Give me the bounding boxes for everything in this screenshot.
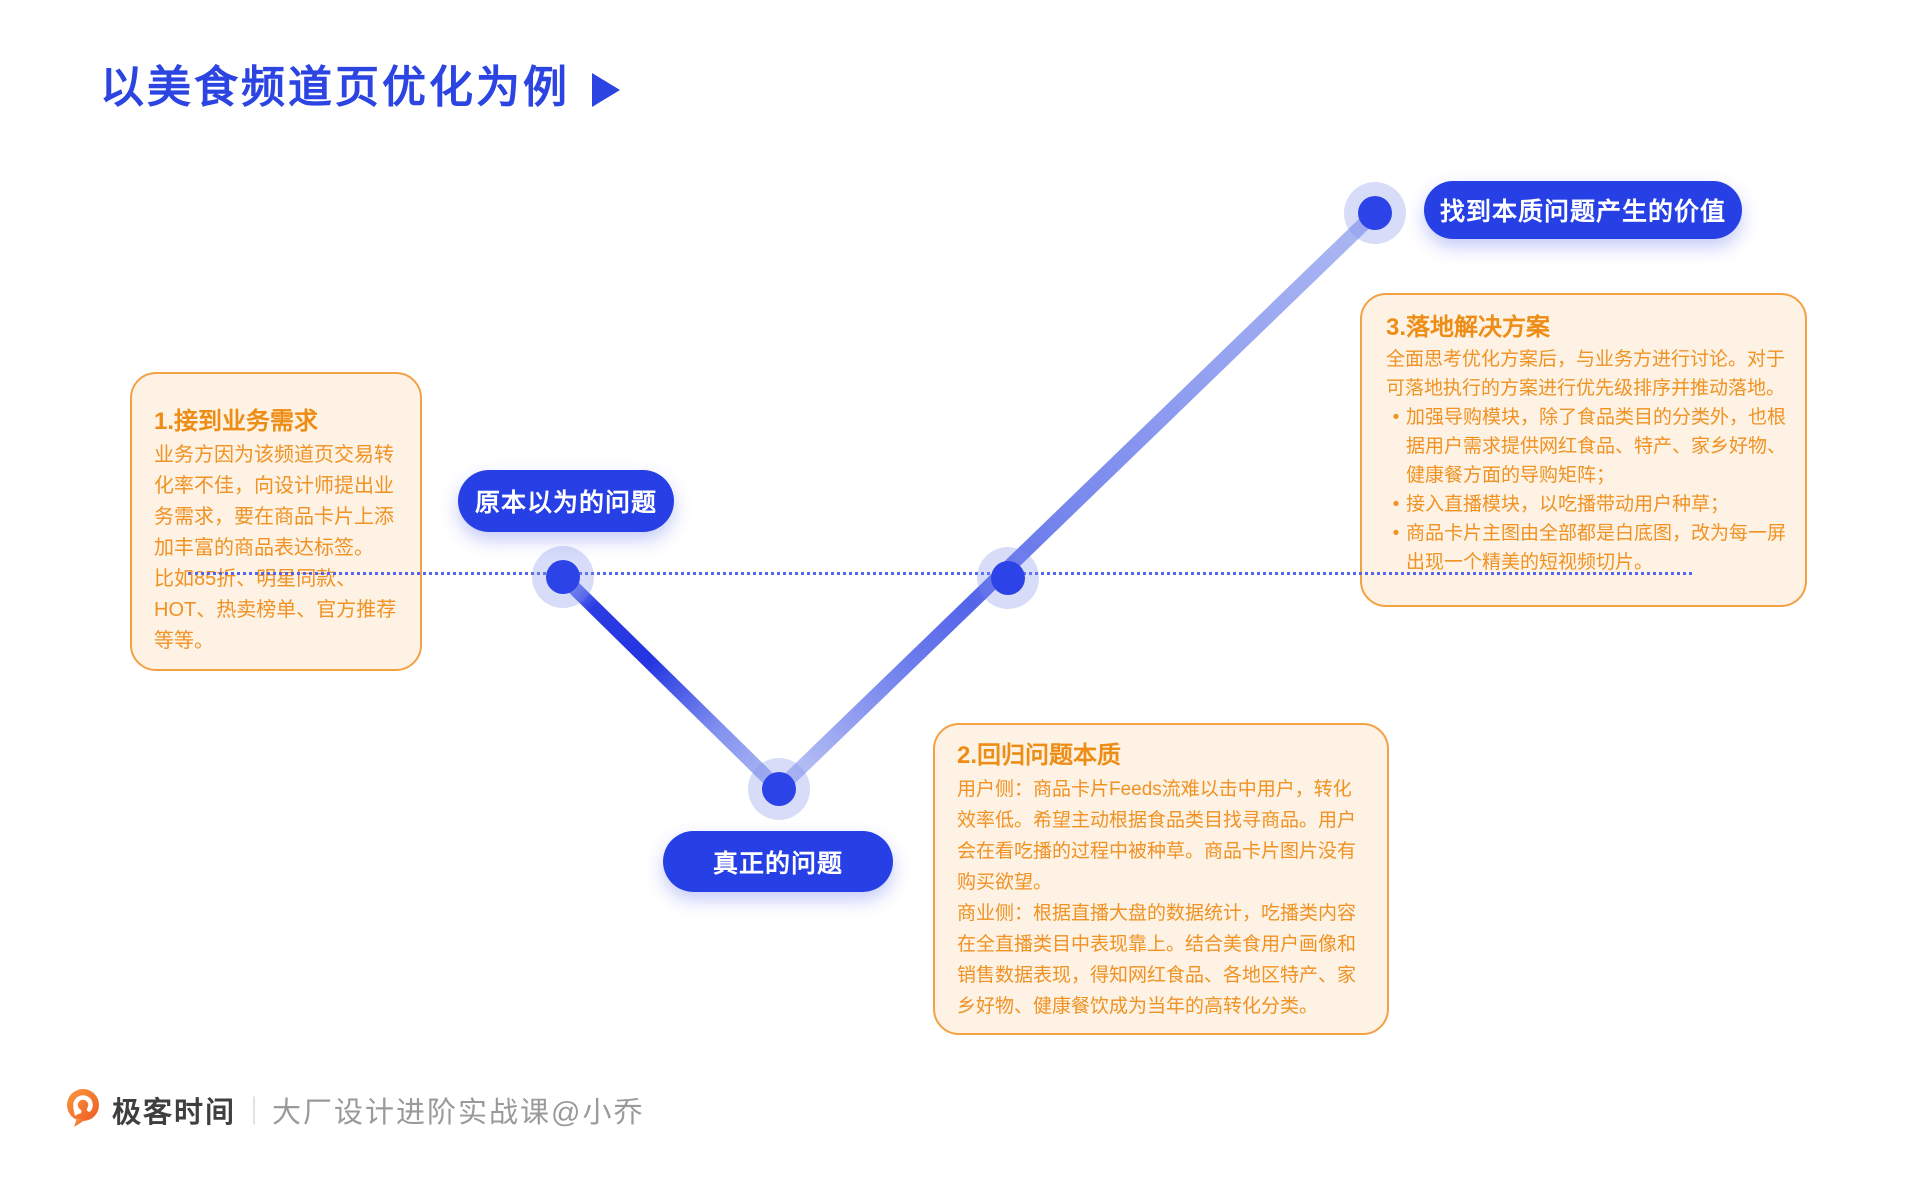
trend-line-descending — [558, 572, 785, 795]
baseline-dotted-line — [188, 572, 1692, 575]
bullet-item: • 加强导购模块，除了食品类目的分类外，也根 据用户需求提供网红食品、特产、家乡… — [1386, 403, 1787, 490]
bullet-item: • 接入直播模块，以吃播带动用户种草； — [1386, 490, 1787, 519]
node-core — [762, 772, 796, 806]
page-title: 以美食频道页优化为例 — [100, 63, 570, 112]
step1-body: 业务方因为该频道页交易转 化率不佳，向设计师提出业 务需求，要在商品卡片上添 加… — [154, 444, 397, 652]
value-pill: 找到本质问题产生的价值 — [1424, 181, 1742, 239]
title-arrow-icon — [592, 73, 620, 108]
step3-card: 3.落地解决方案 全面思考优化方案后，与业务方进行讨论。对于 可落地执行的方案进… — [1360, 293, 1807, 607]
bullet-text: 商品卡片主图由全部都是白底图，改为每一屏 出现一个精美的短视频切片。 — [1406, 523, 1787, 573]
footer-divider: ｜ — [240, 1096, 269, 1127]
bullet-dot-icon: • — [1392, 523, 1400, 544]
bullet-text: 加强导购模块，除了食品类目的分类外，也根 据用户需求提供网红食品、特产、家乡好物… — [1406, 407, 1787, 486]
node-core — [1358, 196, 1392, 230]
real-problem-pill: 真正的问题 — [663, 831, 893, 892]
brand-name: 极客时间 — [112, 1097, 237, 1129]
bullet-dot-icon: • — [1392, 407, 1400, 428]
trend-line-ascending — [774, 207, 1380, 795]
step1-card: 1.接到业务需求 业务方因为该频道页交易转 化率不佳，向设计师提出业 务需求，要… — [130, 372, 422, 671]
node-core — [546, 560, 580, 594]
bullet-text: 接入直播模块，以吃播带动用户种草； — [1406, 494, 1730, 515]
step2-card: 2.回归问题本质 用户侧：商品卡片Feeds流难以击中用户，转化 效率低。希望主… — [933, 723, 1389, 1035]
step1-title: 1.接到业务需求 — [154, 408, 319, 435]
assumed-problem-pill: 原本以为的问题 — [458, 470, 674, 532]
node-core — [991, 561, 1025, 595]
step3-intro: 全面思考优化方案后，与业务方进行讨论。对于 可落地执行的方案进行优先级排序并推动… — [1386, 349, 1786, 399]
bullet-item: • 商品卡片主图由全部都是白底图，改为每一屏 出现一个精美的短视频切片。 — [1386, 519, 1787, 577]
step2-body: 用户侧：商品卡片Feeds流难以击中用户，转化 效率低。希望主动根据食品类目找寻… — [957, 779, 1357, 1017]
course-name: 大厂设计进阶实战课@小乔 — [272, 1097, 645, 1129]
bullet-dot-icon: • — [1392, 494, 1400, 515]
step3-title: 3.落地解决方案 — [1386, 314, 1551, 341]
title-row: 以美食频道页优化为例 — [100, 62, 620, 115]
footer: 极客时间 ｜ 大厂设计进阶实战课@小乔 — [64, 1088, 644, 1132]
geektime-logo-icon — [67, 1089, 99, 1127]
step2-title: 2.回归问题本质 — [957, 742, 1122, 769]
